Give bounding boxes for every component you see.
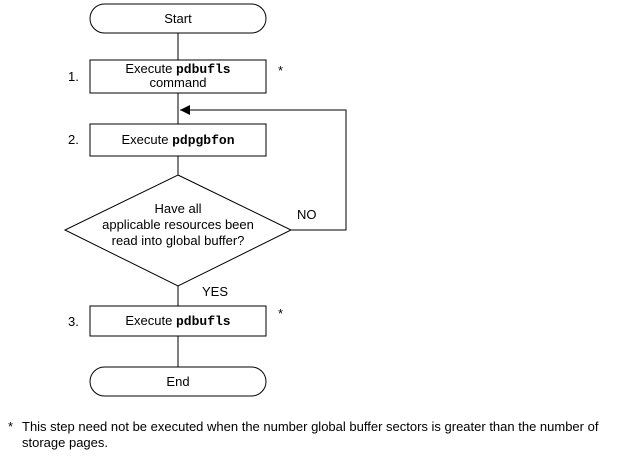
footnote-marker: * <box>8 419 14 434</box>
yes-label: YES <box>202 284 228 299</box>
step1-number: 1. <box>68 69 79 84</box>
step2-number: 2. <box>68 132 79 147</box>
step1-asterisk: * <box>278 63 283 78</box>
step1-line1: Execute pdbufls <box>125 61 230 77</box>
step1-box <box>89 59 267 94</box>
step2-label: Execute pdpgbfon <box>121 132 234 148</box>
step3-prefix: Execute <box>125 313 172 328</box>
step2-box <box>89 123 267 157</box>
step1-prefix: Execute <box>125 61 172 76</box>
decision-line2: applicable resources been <box>102 217 254 232</box>
step3-label: Execute pdbufls <box>125 313 230 329</box>
step1-command: pdbufls <box>176 62 231 77</box>
no-label: NO <box>297 207 317 222</box>
end-label: End <box>166 374 189 389</box>
footnote-text: This step need not be executed when the … <box>22 419 599 450</box>
step3-box <box>89 305 267 337</box>
step1-line2: command <box>149 75 206 90</box>
step2-prefix: Execute <box>121 132 168 147</box>
step3-asterisk: * <box>278 306 283 321</box>
loop-back-arrow <box>180 105 347 231</box>
start-label: Start <box>164 11 192 26</box>
step2-command: pdpgbfon <box>172 133 235 148</box>
step3-command: pdbufls <box>176 314 231 329</box>
decision-line3: read into global buffer? <box>112 233 245 248</box>
start-terminator <box>89 3 267 34</box>
decision-line1: Have all <box>155 201 202 216</box>
decision-diamond <box>63 174 293 287</box>
end-terminator <box>89 366 267 397</box>
step3-number: 3. <box>68 314 79 329</box>
footnote: * This step need not be executed when th… <box>8 419 624 451</box>
